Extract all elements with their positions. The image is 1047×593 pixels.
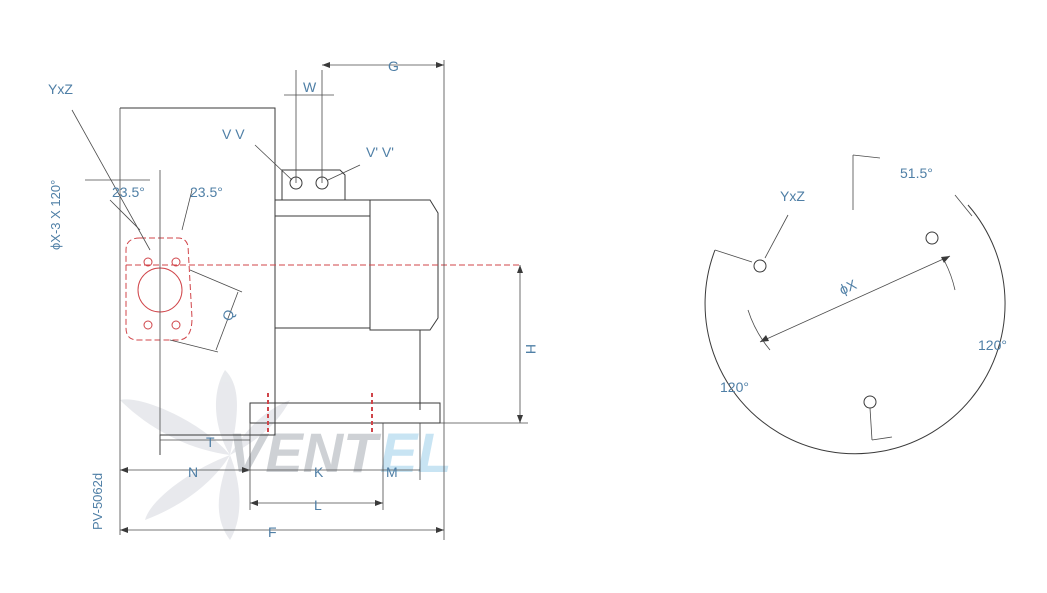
watermark-text-accent: EL — [380, 421, 452, 484]
terminal-box — [281, 169, 346, 201]
bolt-hole-left — [753, 259, 767, 273]
label-f: F — [268, 524, 277, 540]
bolt-hole-bottom — [863, 395, 877, 409]
watermark: VENT EL — [120, 370, 452, 540]
outlet-flange — [125, 237, 520, 341]
label-angle-right: 23.5° — [190, 184, 223, 200]
label-l: L — [314, 497, 322, 513]
label-k: K — [314, 464, 324, 480]
bolt-hole-right — [925, 231, 939, 245]
label-n: N — [188, 464, 198, 480]
label-g: G — [388, 58, 399, 74]
motor-endcap — [369, 199, 439, 331]
label-t: T — [206, 434, 215, 450]
label-angle-left: 23.5° — [112, 184, 145, 200]
base-rail — [249, 402, 441, 424]
label-angle-top: 51.5° — [900, 165, 933, 181]
label-vv: V V — [222, 126, 245, 142]
side-view: YxZ ϕX-3 X 120° 23.5° 23.5° V V V' V' W … — [48, 58, 539, 540]
label-w: W — [303, 79, 317, 95]
label-h: H — [523, 344, 539, 354]
label-end-yxz: YxZ — [780, 188, 805, 204]
bolt-circle-arc — [704, 204, 1006, 455]
watermark-text-main: VENT — [228, 421, 382, 484]
end-view: YxZ 51.5° 120° 120° ϕX — [704, 154, 1007, 455]
label-m: M — [386, 464, 398, 480]
label-model: PV-5062d — [90, 473, 105, 530]
watermark-fan-icon — [120, 370, 290, 540]
motor-body — [274, 199, 371, 329]
label-vv-prime: V' V' — [366, 144, 394, 160]
label-bolt-pattern: ϕX-3 X 120° — [48, 180, 63, 250]
label-angle-right-120: 120° — [978, 337, 1007, 353]
label-diameter: ϕX — [837, 276, 860, 298]
label-q: Q — [219, 307, 238, 323]
label-yxz: YxZ — [48, 81, 73, 97]
label-angle-left-120: 120° — [720, 379, 749, 395]
